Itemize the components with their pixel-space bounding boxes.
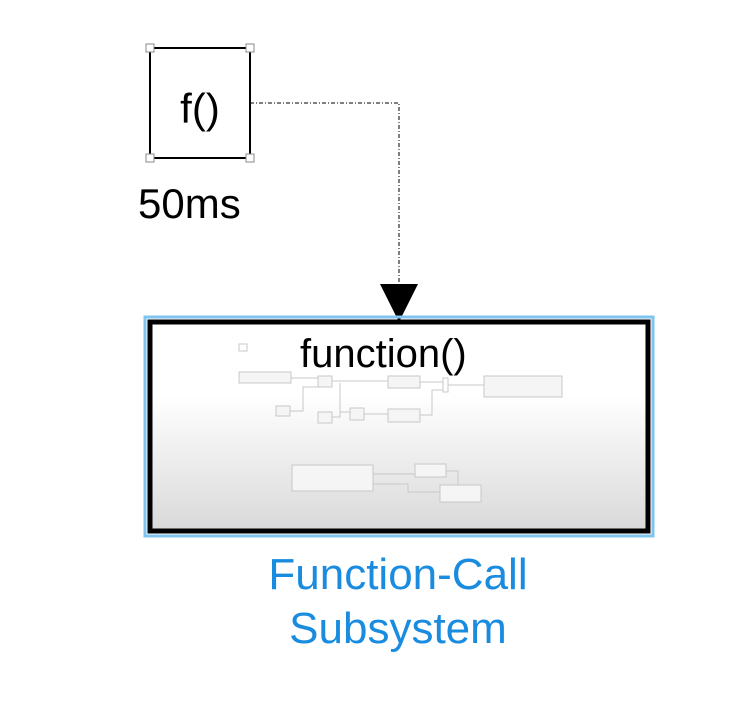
function-call-signal-line[interactable]: [250, 102, 400, 286]
selection-handle[interactable]: [145, 43, 155, 53]
function-call-generator-block[interactable]: [145, 43, 255, 163]
sample-time-label: 50ms: [138, 180, 241, 227]
generator-label: f(): [180, 85, 220, 132]
selection-handle[interactable]: [245, 43, 255, 53]
function-call-subsystem-block[interactable]: [143, 315, 655, 538]
selection-handle[interactable]: [145, 153, 155, 163]
subsystem-name-line-2: Subsystem: [289, 604, 507, 653]
signal-arrowhead-icon: [380, 284, 418, 322]
subsystem-content-preview: [238, 343, 563, 503]
subsystem-name[interactable]: Function-Call Subsystem: [198, 548, 598, 656]
function-port-label: function(): [300, 332, 467, 376]
subsystem-name-line-1: Function-Call: [268, 550, 528, 599]
selection-handle[interactable]: [245, 153, 255, 163]
